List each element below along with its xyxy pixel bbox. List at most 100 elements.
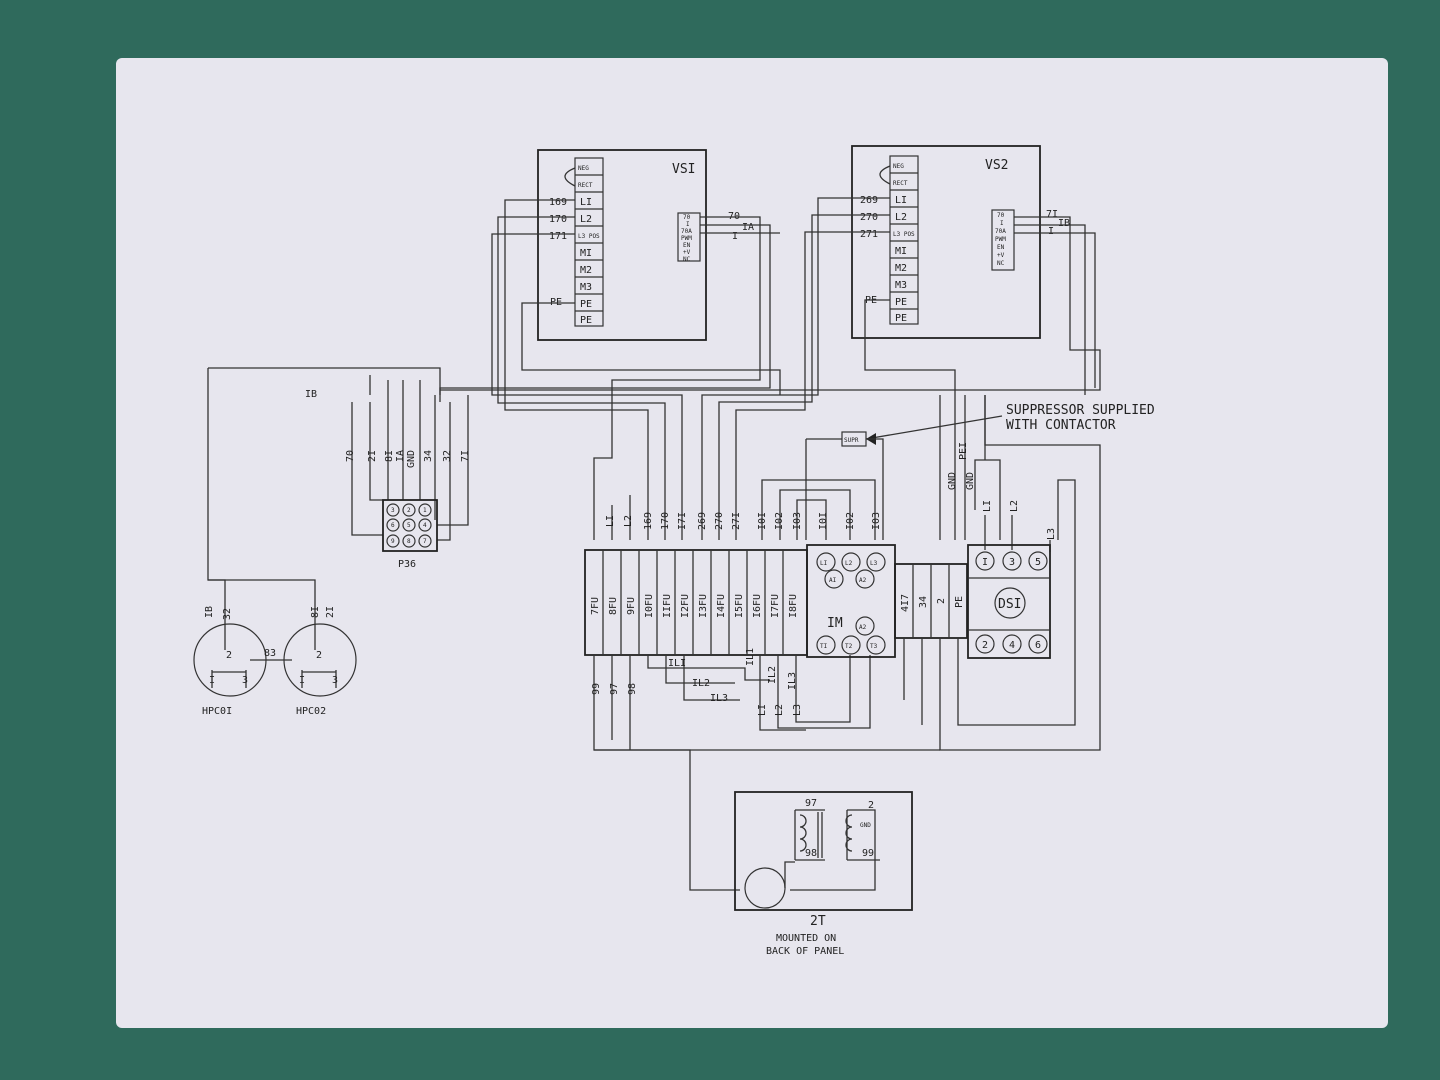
vs1-term-l2: L2: [580, 214, 592, 225]
vs2-wire-270: 270: [860, 212, 878, 223]
dsi-wire-l1: LI: [982, 500, 993, 512]
vs1-term-m1: MI: [580, 248, 592, 259]
p36-pin-3: 3: [391, 507, 395, 514]
vs2-io-1: I: [1000, 220, 1004, 227]
vs1-io-pwm: PWM: [681, 235, 692, 242]
transformer-wire-99: 99: [862, 848, 874, 859]
fuse-wire-102: I02: [774, 512, 785, 530]
im-top-l1: LI: [820, 560, 828, 567]
fuse-15fu: I5FU: [734, 594, 745, 618]
p36-pin-1: 1: [423, 507, 427, 514]
hpc02-wire-21: 2I: [325, 606, 336, 618]
vs1-io-en: EN: [683, 242, 691, 249]
vs2-io-pwm: PWM: [995, 236, 1006, 243]
vs1-io-70: 70: [683, 214, 691, 221]
fuse-bottom-97: 97: [609, 683, 620, 695]
vs1-io-1: I: [686, 221, 690, 228]
hpc01-wire-32: 32: [222, 608, 233, 620]
im-wire-103: I03: [871, 512, 882, 530]
vs1-title: VSI: [672, 162, 695, 177]
im-coil-a2: A2: [859, 624, 867, 631]
vs2-io-nc: NC: [997, 260, 1005, 267]
im-wire-101: I0I: [818, 512, 829, 530]
vs1-term-m2: M2: [580, 265, 592, 276]
suppressor-leader: [865, 415, 1003, 440]
fuse-wire-269: 269: [697, 512, 708, 530]
vs1-term-pe2: PE: [580, 315, 592, 326]
vs2-title: VS2: [985, 158, 1008, 173]
vs1-wire-169: 169: [549, 197, 567, 208]
bus-wire-l1: LI: [757, 704, 768, 716]
p36-pin-6: 6: [391, 522, 395, 529]
vs1-box: [537, 149, 707, 341]
vs2-io-wire-i: I: [1048, 226, 1054, 237]
transformer-box: [734, 791, 913, 911]
im-bottom-t1: TI: [820, 643, 828, 650]
terminal-pe: PE: [954, 596, 965, 608]
fuse-wire-l2: L2: [623, 515, 634, 527]
transformer-fuse: [744, 867, 786, 909]
dsi-wire-l2: L2: [1009, 500, 1020, 512]
vs2-io-en: EN: [997, 244, 1005, 251]
p36-wire-71: 7I: [460, 450, 471, 462]
terminal-2: 2: [936, 598, 947, 604]
fuse-17fu: I7FU: [770, 594, 781, 618]
im-bottom-t3: T3: [870, 643, 878, 650]
vs1-term-rect: RECT: [578, 182, 593, 189]
p36-wire-32: 32: [442, 450, 453, 462]
fuse-wire-171: I7I: [677, 512, 688, 530]
p36-body: [382, 499, 438, 552]
p36-wire-34: 34: [423, 450, 434, 462]
vs2-io-70: 70: [997, 212, 1005, 219]
hpc02-pin-3: 3: [332, 675, 338, 686]
p36-wire-21: 2I: [367, 450, 378, 462]
connector-p36: 3 2 1 6 5 4 9 8 7 P36 70 2I 8I IA GND 34…: [345, 375, 471, 570]
fuse-13fu: I3FU: [698, 594, 709, 618]
fuse-bottom-98: 98: [627, 683, 638, 695]
vs2-term-m1: MI: [895, 246, 907, 257]
suppressor-note-line2: WITH CONTACTOR: [1006, 418, 1116, 433]
fuse-12fu: I2FU: [680, 594, 691, 618]
p36-pin-5: 5: [407, 522, 411, 529]
fuse-10fu: I0FU: [644, 594, 655, 618]
fuse-18fu: I8FU: [788, 594, 799, 618]
dsi-bottom-2: 2: [982, 640, 988, 651]
hpc02-wire-81: 8I: [310, 606, 321, 618]
hpc01-label: HPC0I: [202, 706, 232, 717]
dsi-bottom-4: 4: [1009, 640, 1015, 651]
vs2-term-rect: RECT: [893, 180, 908, 187]
vs2-term-pe1: PE: [895, 297, 907, 308]
bus-wire-l3: L3: [792, 704, 803, 716]
im-wire-102: I02: [845, 512, 856, 530]
vs1-io-70a: 70A: [681, 228, 692, 235]
drive-vs2: VS2 NEG RECT LI L2 L3 POS MI M2 M3 PE PE…: [851, 145, 1070, 339]
hpc01-pin-1: I: [209, 675, 215, 686]
hpc02-label: HPC02: [296, 706, 326, 717]
hpc02-pin-1: I: [299, 675, 305, 686]
drive-vs1: VSI NEG RECT LI L2 L3 POS MI M2 M3 PE PE…: [537, 149, 754, 341]
vs2-io-wire-71: 7I: [1046, 209, 1058, 220]
dsi-top-5: 5: [1035, 557, 1041, 568]
im-bottom-t2: T2: [845, 643, 853, 650]
transformer-wire-2: 2: [868, 800, 874, 811]
wiring-top: [207, 197, 1101, 605]
vs2-io-strip: [991, 209, 1015, 271]
im-label: IM: [827, 616, 843, 631]
im-top-l3: L3: [870, 560, 878, 567]
bus-label-il3-v: IL3: [787, 672, 798, 690]
vs2-io-wire-ib: IB: [1058, 218, 1070, 229]
vs1-term-pe1: PE: [580, 299, 592, 310]
vs1-io-v: +V: [683, 249, 691, 256]
fuse-16fu: I6FU: [752, 594, 763, 618]
transformer-label: 2T: [810, 914, 826, 929]
terminal-block: 4I7 34 2 PE GND PEI GND: [894, 395, 1101, 751]
dsi-body: [967, 544, 1051, 659]
vs1-io-wire-i: I: [732, 231, 738, 242]
vs1-wire-171: 171: [549, 231, 567, 242]
hpc01-pin-2: 2: [226, 650, 232, 661]
fuse-wire-103: I03: [792, 512, 803, 530]
vs2-wire-269: 269: [860, 195, 878, 206]
fuse-wire-170: 170: [660, 512, 671, 530]
vs1-term-neg: NEG: [578, 165, 589, 172]
